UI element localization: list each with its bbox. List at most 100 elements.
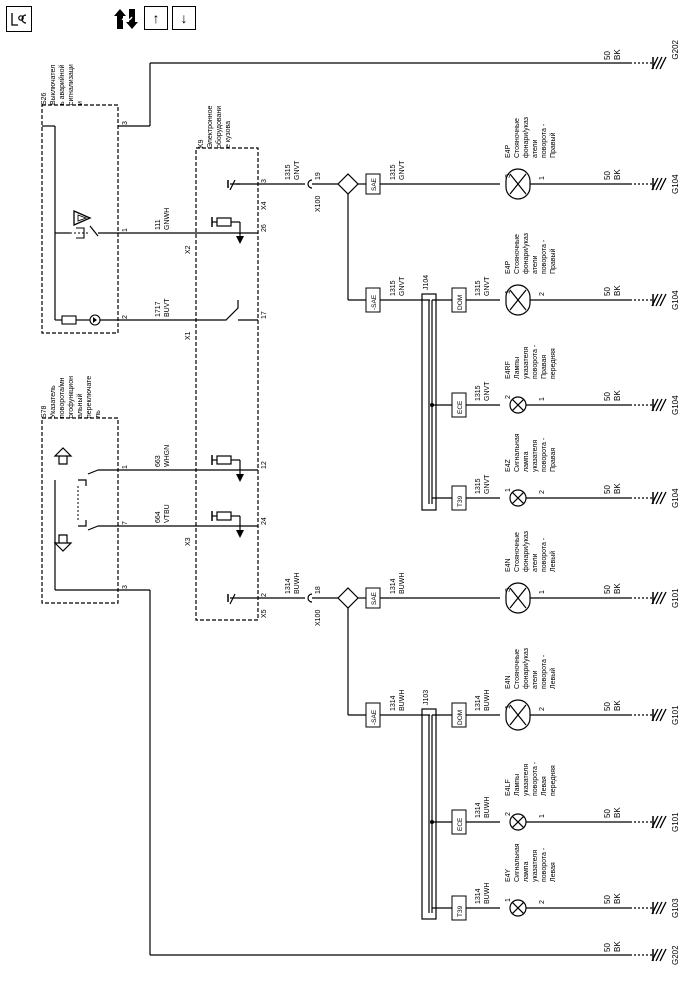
ground-label-1: G104 [671,290,680,310]
ground-label-0: G104 [671,174,680,194]
r2-wire-color: GNVT [399,276,406,296]
lamp-id-2: E4RF [505,361,512,379]
lamp-name-2-1: указателя [523,347,530,379]
conn-x2: X2 [185,245,192,254]
ground-label-3: G104 [671,488,680,508]
svg-text:Указатель: Указатель [50,385,57,418]
s78-pin-7: 7 [122,521,129,525]
k9-id: K9 [198,139,205,148]
lamp-id-3: E4Z [505,458,512,472]
r-sae-label: SAE [371,177,378,191]
lamp-symbol-2 [509,396,527,414]
j103-label: J103 [423,690,430,705]
r-dom-label: DOM [457,295,464,310]
s78-name-4: альный [76,393,84,418]
gw-color-6: BK [613,807,622,818]
lamp-name-7-3: поворота - [541,847,548,882]
l-t39-label: T39 [457,905,464,917]
lamp-symbol-7 [509,899,527,917]
r5-wire-num: 1315 [475,478,482,494]
gw-color-2: BK [613,390,622,401]
lamp-pin-in-5: 1 [505,705,512,709]
gw-color-1: BK [613,285,622,296]
lamp-pin-out-4: 1 [539,590,546,594]
x100-left: X100 [315,610,322,626]
lamp-name-1-2: атели [532,255,539,274]
gw-num-7: 50 [603,895,612,904]
l5-wire-num: 1314 [475,888,482,904]
lamp-id-7: E4Y [505,868,512,882]
k9-pin-24: 24 [261,517,268,525]
lamp-name-1-3: поворота - [541,239,548,274]
l3-wire-color: BUWH [484,690,491,711]
legend-icon [11,13,27,26]
r4-wire-color: GNVT [484,381,491,401]
swap-button[interactable] [112,6,142,32]
lamp-pin-in-4: 3 [505,588,512,592]
lamp-name-2-2: поворота - [532,344,539,379]
lamp-name-4-3: поворота - [541,537,548,572]
svg-text:ь аварийной: ь аварийной [58,65,66,105]
svg-text:поворота/мн: поворота/мн [59,377,66,418]
gw-color-4: BK [613,583,622,594]
s26-pin-1: 1 [122,228,129,232]
lamp-symbol-4 [505,582,531,614]
lamp-name-6-3: Левая [541,776,548,796]
s78-name-5: переключате [86,376,93,418]
gw-num-4: 50 [603,585,612,594]
lamp-name-2-4: передняя [550,348,557,379]
lamp-name-7-4: Левая [550,862,557,882]
l2-wire-num: 1314 [390,695,397,711]
wire-664-num: 664 [155,511,162,523]
gw-color-3: BK [613,483,622,494]
wire-1717-color: BUVT [164,298,171,317]
r-t39-label: T39 [457,495,464,507]
lamp-name-6-4: передняя [550,765,557,796]
s26-name-3: сигнализаци [68,64,75,105]
lamp-name-3-1: лампа [523,451,530,472]
swap-icon [114,9,138,29]
s78-outline [41,417,119,604]
svg-text:оборудовани: оборудовани [215,106,223,148]
gw-color-0: BK [613,169,622,180]
l-dom-label: DOM [457,710,464,725]
lamp-pin-in-7: 1 [505,898,512,902]
gw-color-7: BK [613,893,622,904]
lamp-pin-out-3: 2 [539,490,546,494]
lamp-pin-out-2: 1 [539,397,546,401]
lamp-name-3-2: указателя [532,440,539,472]
wire-111-color: GNWH [164,208,171,230]
lamp-name-4-4: Левый [549,551,557,572]
top-wire-color: BK [613,49,622,60]
x100-pin-18: 18 [315,586,322,594]
lamp-name-4-0: Стояночные [514,532,521,572]
legend-button[interactable] [6,6,32,32]
scroll-down-button[interactable]: ↓ [172,6,196,30]
lamp-name-5-1: фонари/указ [523,648,530,689]
lamp-name-5-3: поворота - [541,654,548,689]
conn-x3: X3 [185,537,192,546]
l3-wire-num: 1314 [475,695,482,711]
lamp-pin-out-1: 2 [539,292,546,296]
lamp-id-4: E4N [505,558,512,572]
conn-x4: X4 [261,201,268,210]
l-sae-label: SAE [371,591,378,605]
lamp-name-1-4: Правый [549,248,557,274]
r1-wire-color: GNVT [399,160,406,180]
j104-label: J104 [423,275,430,290]
s78-name-1: Указатель [50,385,57,418]
svg-text:Выключател: Выключател [50,65,57,105]
ground-label-4: G101 [671,588,680,608]
top-wire-num: 50 [603,51,612,60]
x100-pin-19: 19 [315,172,322,180]
lamp-name-7-1: лампа [523,861,530,882]
lamp-pin-out-7: 2 [539,900,546,904]
k9-name-3: е кузова [225,121,232,148]
svg-text:е кузова: е кузова [225,121,232,148]
j103-splice [421,708,437,920]
l-wire-num: 1314 [285,578,292,594]
scroll-up-button[interactable]: ↑ [144,6,168,30]
lamp-name-5-0: Стояночные [514,649,521,689]
